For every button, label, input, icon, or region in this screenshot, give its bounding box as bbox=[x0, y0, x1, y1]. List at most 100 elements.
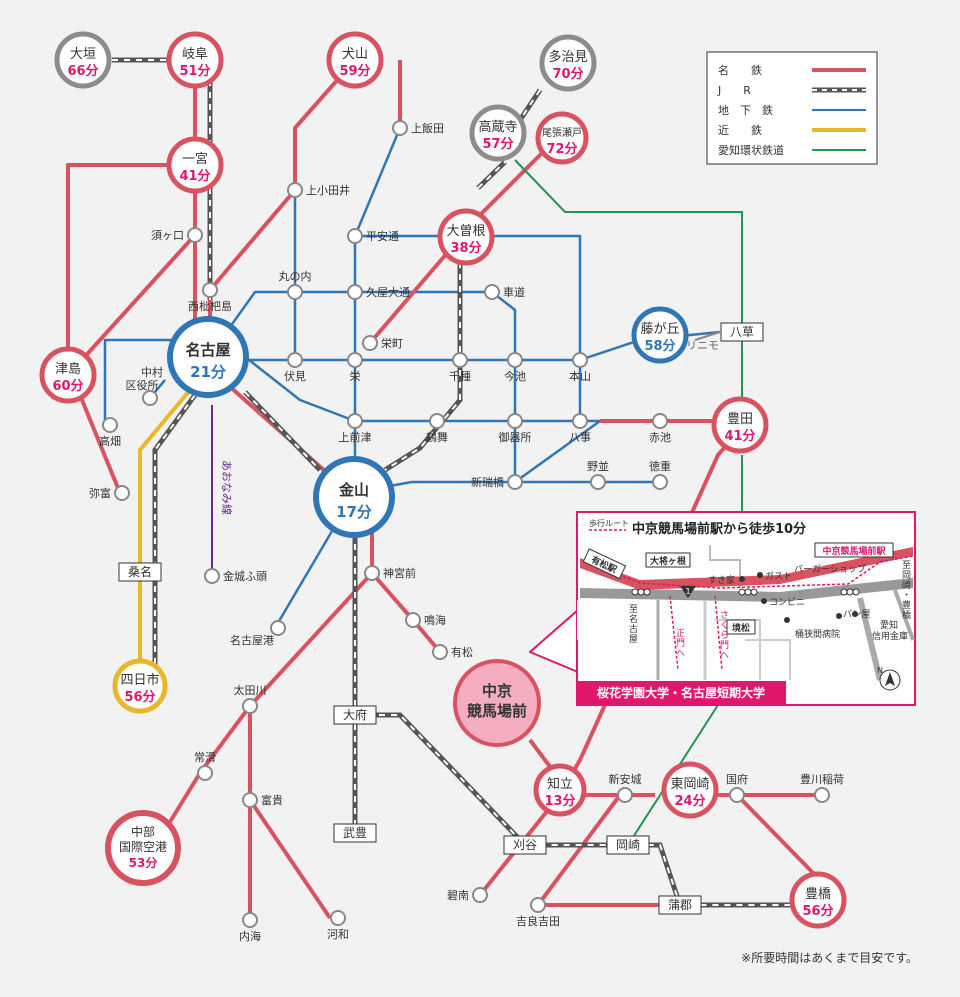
inset-banner: 桜花学園大学・名古屋短期大学 bbox=[597, 685, 765, 700]
major-station-金山: 金山 17分 bbox=[313, 456, 395, 538]
station-鳴海: 鳴海 bbox=[405, 612, 446, 628]
travel-time: 21分 bbox=[190, 363, 226, 381]
station-label: 富貴 bbox=[261, 793, 283, 807]
destination-station: 中京 競馬場前 bbox=[453, 659, 541, 747]
station-本山: 本山 bbox=[569, 352, 591, 383]
station-上前津: 上前津 bbox=[339, 413, 372, 444]
station-label: 金城ふ頭 bbox=[223, 569, 267, 583]
station-label: 丸の内 bbox=[279, 269, 312, 283]
station-名古屋港: 名古屋港 bbox=[230, 620, 286, 647]
legend-label: 名 鉄 bbox=[718, 63, 762, 77]
station-name: 豊田 bbox=[727, 412, 753, 427]
inset-burger: バーガーショップ bbox=[794, 564, 866, 575]
travel-time: 51分 bbox=[179, 63, 210, 79]
station-name: 藤が丘 bbox=[640, 322, 679, 337]
linimo-label: リニモ bbox=[686, 339, 719, 352]
station-八事: 八事 bbox=[569, 413, 591, 444]
inset-seimon: 正門へ bbox=[676, 629, 685, 659]
station-鶴舞: 鶴舞 bbox=[426, 413, 448, 444]
station-label: 上小田井 bbox=[306, 183, 350, 197]
inset-to-nagoya: 至名古屋 bbox=[629, 604, 638, 645]
jr-box-大府: 大府 bbox=[333, 705, 377, 725]
station-今池: 今池 bbox=[504, 352, 526, 383]
station-name: 大垣 bbox=[70, 47, 96, 62]
station-丸の内: 丸の内 bbox=[279, 269, 312, 300]
inset-oka-toyo: 至岡崎・豊橋 bbox=[902, 560, 911, 621]
jr-station-boxes: 八草桑名大府武豊刈谷岡崎蒲郡 bbox=[118, 322, 764, 915]
access-inset: 歩行ルート 中京競馬場前駅から徒歩10分 有松駅 bbox=[529, 511, 916, 706]
inset-chukyo-station: 中京競馬場前駅 bbox=[822, 545, 886, 557]
inset-walk-sakuramon bbox=[714, 595, 723, 671]
station-上小田井: 上小田井 bbox=[287, 182, 350, 198]
station-label: 名古屋港 bbox=[230, 633, 274, 647]
station-label: 豊川稲荷 bbox=[800, 773, 844, 786]
station-label: 高畑 bbox=[99, 434, 121, 448]
legend-label: J R bbox=[717, 84, 751, 97]
station-車道: 車道 bbox=[484, 284, 525, 300]
station-久屋大通: 久屋大通 bbox=[347, 284, 410, 300]
inset-ohbokane: 大将ヶ根 bbox=[650, 555, 687, 567]
station-name: 知立 bbox=[547, 776, 573, 792]
station-name: 豊橋 bbox=[805, 887, 831, 902]
station-神宮前: 神宮前 bbox=[364, 565, 416, 581]
inset-title: 中京競馬場前駅から徒歩10分 bbox=[632, 521, 806, 537]
inset-stations bbox=[631, 588, 860, 596]
station-伏見: 伏見 bbox=[284, 352, 306, 383]
travel-time: 13分 bbox=[544, 793, 575, 809]
travel-time: 17分 bbox=[336, 503, 372, 521]
station-label: 上飯田 bbox=[411, 121, 444, 135]
inset-sukiya: すき家 bbox=[708, 574, 735, 586]
travel-time: 57分 bbox=[482, 136, 513, 152]
station-中村区役所: 中村区役所 bbox=[126, 365, 163, 406]
station-label: 伏見 bbox=[284, 369, 306, 383]
small-stations: 上飯田上小田井平安通須ヶ口車道丸の内久屋大通西枇杷島栄町中村区役所伏見栄千種今池… bbox=[89, 120, 844, 943]
station-name: 岐阜 bbox=[182, 46, 208, 62]
kintetsu-line bbox=[138, 370, 207, 665]
jr-box-label: 蒲郡 bbox=[668, 898, 692, 912]
jr-box-label: 刈谷 bbox=[513, 838, 537, 852]
jr-lines bbox=[112, 57, 800, 908]
station-太田川: 太田川 bbox=[234, 684, 267, 714]
jr-box-label: 八草 bbox=[730, 325, 754, 339]
inset-panya: パン屋 bbox=[843, 609, 870, 620]
station-label: 久屋大通 bbox=[366, 285, 410, 299]
station-name: 高蔵寺 bbox=[478, 119, 517, 135]
station-高畑: 高畑 bbox=[99, 417, 121, 448]
inset-north: N bbox=[877, 666, 883, 675]
station-新安城: 新安城 bbox=[609, 772, 642, 803]
station-name: 金山 bbox=[338, 481, 369, 499]
station-label: 新安城 bbox=[609, 772, 642, 786]
station-label: 御器所 bbox=[499, 430, 532, 444]
station-徳重: 徳重 bbox=[649, 459, 671, 490]
station-name: 尾張瀬戸 bbox=[542, 127, 582, 139]
inset-walk-route bbox=[599, 555, 914, 589]
station-name: 大曽根 bbox=[446, 224, 485, 239]
travel-time: 41分 bbox=[179, 168, 210, 184]
inset-route-label: 歩行ルート bbox=[589, 518, 629, 528]
station-label: 国府 bbox=[726, 772, 748, 786]
station-label: 太田川 bbox=[234, 684, 267, 697]
station-label: 常滑 bbox=[194, 751, 216, 764]
station-有松: 有松 bbox=[432, 644, 473, 660]
destination-name-line2: 競馬場前 bbox=[467, 702, 527, 720]
station-label: 上前津 bbox=[339, 430, 372, 444]
station-label: 内海 bbox=[239, 929, 261, 943]
travel-time: 66分 bbox=[67, 63, 98, 79]
station-label: 碧南 bbox=[447, 889, 469, 902]
aonami-label: あおなみ線 bbox=[220, 460, 234, 515]
destination-name-line1: 中京 bbox=[482, 682, 512, 700]
station-金城ふ頭: 金城ふ頭 bbox=[204, 568, 267, 584]
station-label: 赤池 bbox=[649, 431, 671, 444]
inset-shinkin: 愛知信用金庫 bbox=[872, 619, 908, 642]
jr-box-label: 桑名 bbox=[128, 564, 152, 579]
